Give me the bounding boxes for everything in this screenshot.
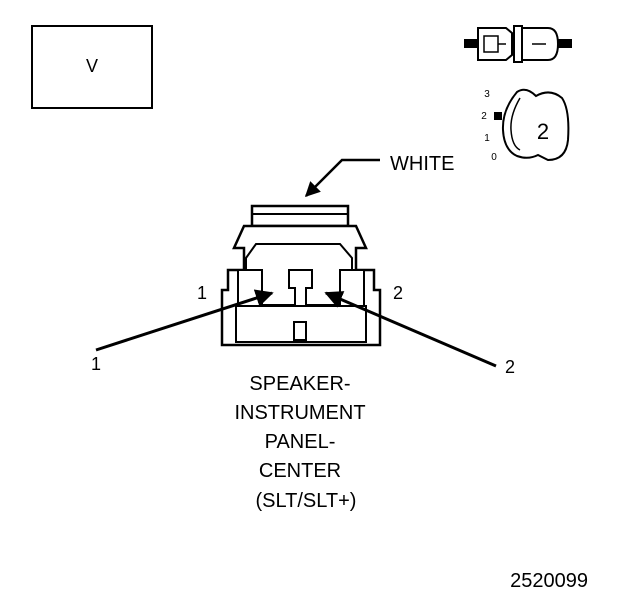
lock-position-number: 2 <box>537 119 549 144</box>
scale-label-0: 0 <box>491 152 497 163</box>
caption-line-1: SPEAKER- <box>249 373 350 395</box>
caption-line-4: CENTER <box>259 460 341 482</box>
pin-2-callout: 2 <box>324 291 515 377</box>
position-marker-icon <box>494 112 502 120</box>
pin-label-2: 2 <box>393 283 403 303</box>
scale-label-3: 3 <box>484 89 490 100</box>
lock-position-indicator: 3 2 1 0 2 <box>481 88 570 163</box>
wire-color-label: WHITE <box>390 153 454 175</box>
callout-label-1: 1 <box>91 354 101 374</box>
pin-1-callout: 1 <box>91 289 274 374</box>
caption-line-3: PANEL- <box>265 431 336 453</box>
view-label: V <box>86 56 98 76</box>
caption-line-2: INSTRUMENT <box>234 402 365 424</box>
caption-line-5: (SLT/SLT+) <box>256 490 357 512</box>
connector-side-icon <box>464 25 572 63</box>
scale-label-1: 1 <box>484 133 490 144</box>
callout-label-2: 2 <box>505 357 515 377</box>
speaker-connector <box>220 204 382 347</box>
view-indicator-box: V <box>31 25 153 109</box>
connector-caption: SPEAKER- INSTRUMENT PANEL- CENTER (SLT/S… <box>234 373 365 512</box>
scale-label-2: 2 <box>481 111 487 122</box>
figure-number: 2520099 <box>510 570 588 592</box>
wire-color-callout: WHITE <box>304 153 454 198</box>
pin-label-1: 1 <box>197 283 207 303</box>
